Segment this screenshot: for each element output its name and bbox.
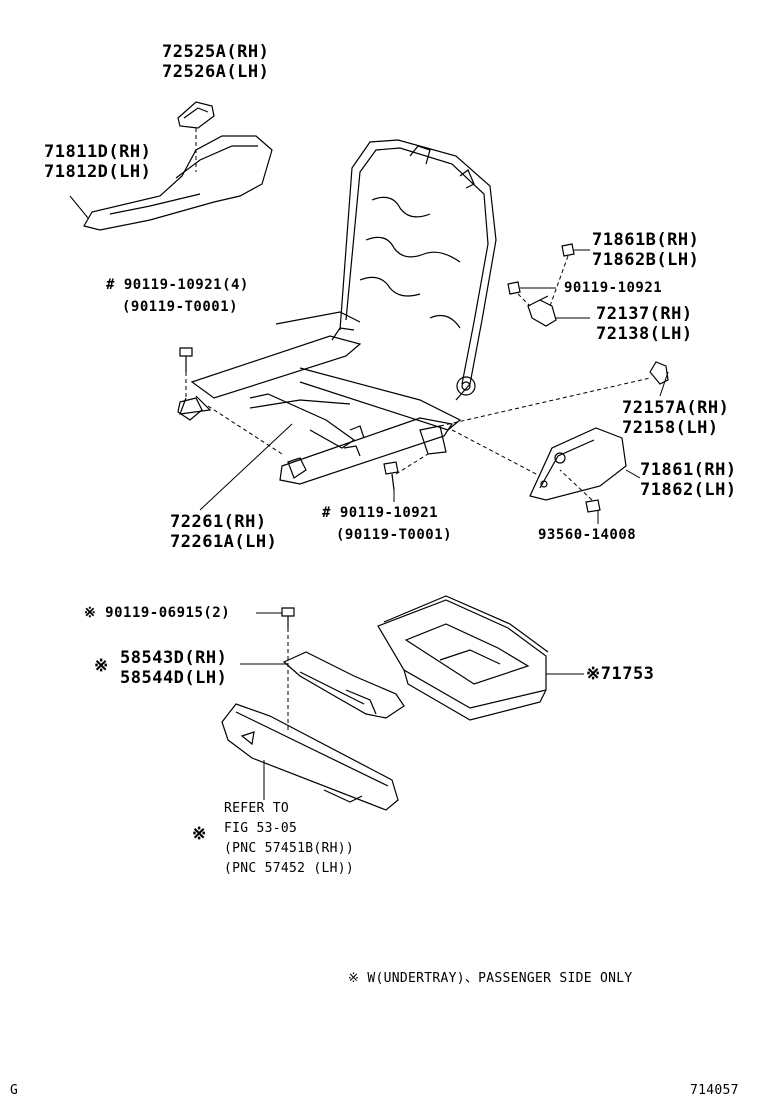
- part-label-90119-10921-4: # 90119-10921(4): [106, 277, 249, 293]
- bolt-icon: [507, 281, 521, 295]
- part-label-72138: 72138(LH): [596, 324, 693, 344]
- undertray-illustration: [377, 595, 584, 721]
- bolt-icon: [179, 347, 193, 372]
- footnote: ※ W(UNDERTRAY)、PASSENGER SIDE ONLY: [348, 971, 633, 986]
- part-label-71861: 71861(RH): [640, 460, 737, 480]
- part-label-71861b: 71861B(RH): [592, 230, 700, 250]
- part-label-90119-t0001: (90119-T0001): [122, 299, 239, 315]
- seat-frame-illustration: [177, 139, 497, 485]
- part-label-71862b: 71862B(LH): [592, 250, 700, 270]
- part-label-90119-t0001-bottom: (90119-T0001): [336, 527, 453, 543]
- note-mark-58543d: ※: [94, 656, 109, 676]
- clip-illustration: [527, 295, 557, 327]
- part-label-90119-06915: ※ 90119-06915(2): [84, 605, 231, 621]
- part-label-71862: 71862(LH): [640, 480, 737, 500]
- part-label-71753: ※71753: [586, 664, 655, 684]
- bolt-icon: [585, 499, 601, 513]
- part-label-72526a: 72526A(LH): [162, 62, 270, 82]
- part-label-72261a: 72261A(LH): [170, 532, 278, 552]
- bracket-illustration: [649, 361, 669, 385]
- diagram-number: 714057: [690, 1083, 739, 1098]
- part-label-72158: 72158(LH): [622, 418, 719, 438]
- corner-left-code: G: [10, 1083, 19, 1098]
- part-label-90119-10921-bottom: # 90119-10921: [322, 505, 439, 521]
- part-label-93560-14008: 93560-14008: [538, 527, 637, 543]
- part-label-58543d: 58543D(RH): [120, 648, 228, 668]
- part-label-72261: 72261(RH): [170, 512, 267, 532]
- lower-tray-illustration: [221, 703, 399, 811]
- refer-text-line2: FIG 53-05: [224, 821, 298, 836]
- part-label-71811d: 71811D(RH): [44, 142, 152, 162]
- refer-text-line4: (PNC 57452 (LH)): [224, 861, 355, 876]
- bolt-icon: [561, 243, 575, 257]
- bolt-icon: [281, 607, 295, 628]
- part-label-71812d: 71812D(LH): [44, 162, 152, 182]
- part-label-72137: 72137(RH): [596, 304, 693, 324]
- bolt-icon: [383, 461, 399, 491]
- recliner-cover-illustration: [529, 427, 627, 501]
- part-label-72157a: 72157A(RH): [622, 398, 730, 418]
- cover-knob-illustration: [177, 101, 215, 172]
- refer-text-line3: (PNC 57451B(RH)): [224, 841, 355, 856]
- part-label-90119-10921-right: 90119-10921: [564, 280, 663, 296]
- side-shield-illustration: [69, 135, 273, 231]
- tray-bracket-illustration: [240, 651, 405, 719]
- part-label-58544d: 58544D(LH): [120, 668, 228, 688]
- part-label-72525a: 72525A(RH): [162, 42, 270, 62]
- refer-text-line1: REFER TO: [224, 801, 290, 816]
- note-mark-refer: ※: [192, 824, 207, 844]
